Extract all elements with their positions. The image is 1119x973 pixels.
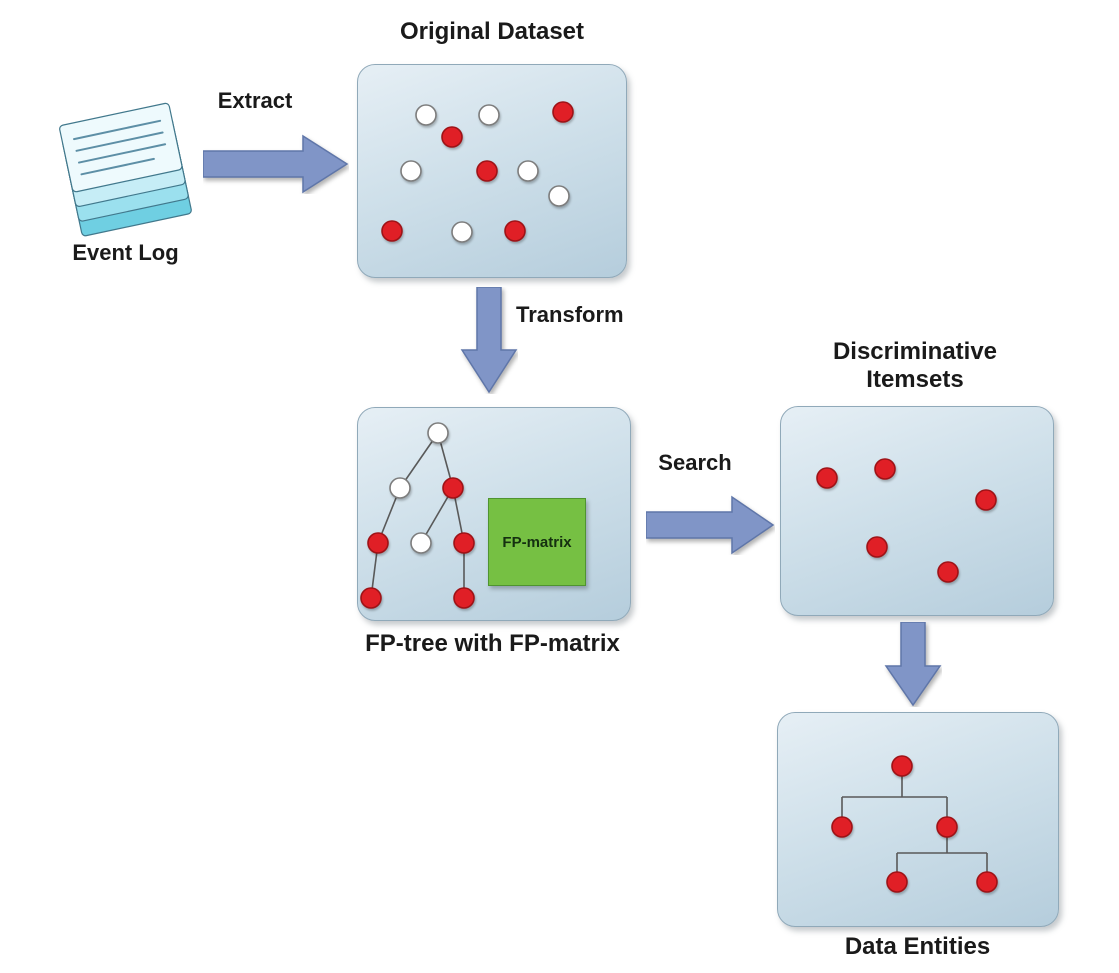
page-top <box>59 102 183 193</box>
red-dot <box>831 816 853 838</box>
red-dot <box>866 536 888 558</box>
white-dot <box>400 160 422 182</box>
discriminative-itemsets-box <box>780 406 1054 616</box>
red-dot <box>442 477 464 499</box>
red-dot <box>453 532 475 554</box>
red-dot <box>891 755 913 777</box>
fp-matrix-label: FP-matrix <box>502 533 572 551</box>
data-entities-label: Data Entities <box>844 933 991 960</box>
fp-tree-box: FP-matrix <box>357 407 631 621</box>
extract-label: Extract <box>217 88 293 113</box>
red-dot <box>552 101 574 123</box>
data-entities-box <box>777 712 1059 927</box>
white-dot <box>451 221 473 243</box>
discriminative-itemsets-line1: Discriminative <box>832 338 998 365</box>
fp-tree-graph <box>360 422 475 609</box>
white-dot <box>517 160 539 182</box>
red-dot <box>874 458 896 480</box>
search-label: Search <box>658 450 732 475</box>
original-dataset-box <box>357 64 627 278</box>
red-dot <box>975 489 997 511</box>
red-dot <box>360 587 382 609</box>
itemsets-to-entities-arrow <box>884 622 942 707</box>
red-dot <box>816 467 838 489</box>
red-dot <box>367 532 389 554</box>
white-dot <box>389 477 411 499</box>
extract-arrow <box>203 134 349 194</box>
red-dot <box>453 587 475 609</box>
red-dot <box>381 220 403 242</box>
original-dataset-dots <box>381 101 574 243</box>
red-dot <box>937 561 959 583</box>
transform-label: Transform <box>516 302 624 327</box>
fp-tree-label: FP-tree with FP-matrix <box>365 630 620 657</box>
red-dot <box>936 816 958 838</box>
red-dot <box>886 871 908 893</box>
white-dot <box>427 422 449 444</box>
discriminative-itemsets-line2: Itemsets <box>866 365 964 393</box>
white-dot <box>548 185 570 207</box>
event-log-label: Event Log <box>72 240 179 265</box>
red-dot <box>476 160 498 182</box>
red-dot <box>441 126 463 148</box>
white-dot <box>410 532 432 554</box>
search-arrow <box>646 495 775 555</box>
data-entities-tree <box>831 755 998 893</box>
event-log-icon <box>59 102 192 237</box>
discriminative-dots <box>816 458 997 583</box>
fp-matrix-block: FP-matrix <box>488 498 586 586</box>
discriminative-itemsets-label: Discriminative Itemsets <box>800 338 1030 393</box>
white-dot <box>478 104 500 126</box>
red-dot <box>504 220 526 242</box>
transform-arrow <box>460 287 518 394</box>
white-dot <box>415 104 437 126</box>
red-dot <box>976 871 998 893</box>
original-dataset-label: Original Dataset <box>399 18 585 45</box>
